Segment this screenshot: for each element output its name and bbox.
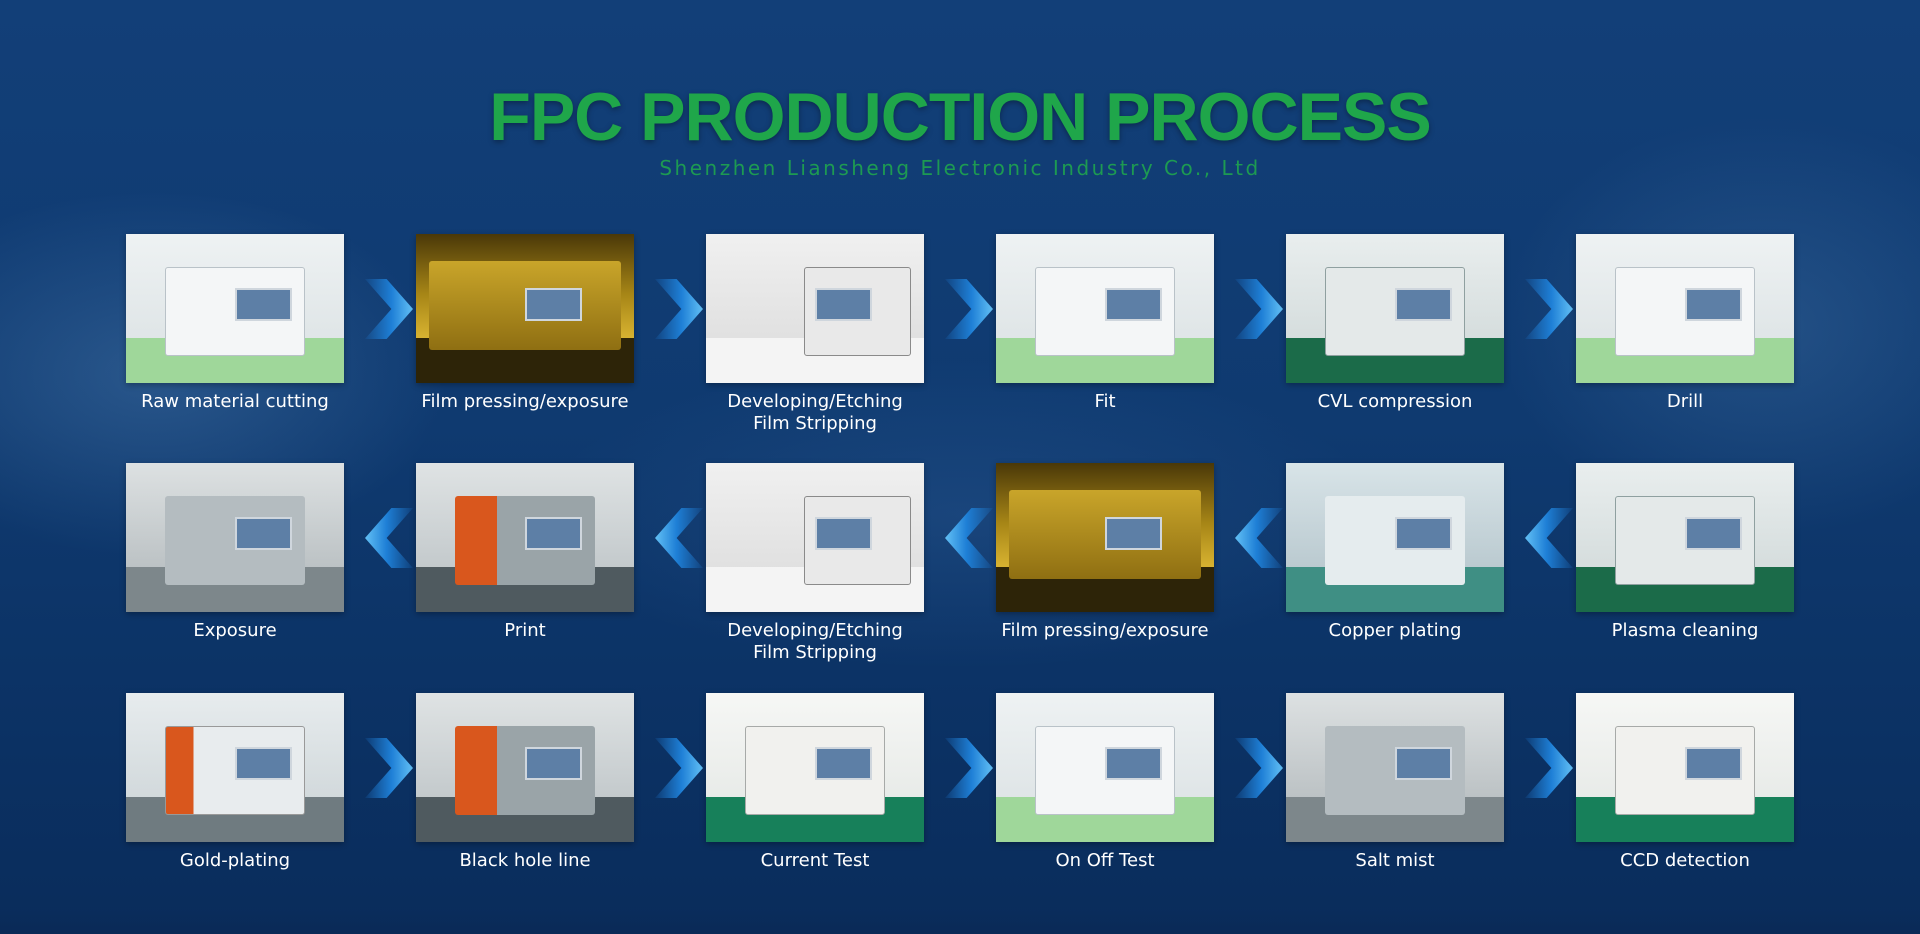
process-photo bbox=[1286, 234, 1504, 383]
process-caption: CVL compression bbox=[1317, 391, 1473, 412]
process-step: Fit bbox=[996, 234, 1214, 413]
process-photo bbox=[416, 234, 634, 383]
process-photo bbox=[126, 693, 344, 842]
photo-panel bbox=[525, 516, 582, 551]
process-caption: Fit bbox=[1094, 391, 1116, 412]
photo-panel bbox=[815, 287, 872, 322]
process-step: Gold-plating bbox=[126, 693, 344, 872]
process-photo bbox=[1286, 693, 1504, 842]
process-photo bbox=[1576, 463, 1794, 612]
process-step: Copper plating bbox=[1286, 463, 1504, 642]
process-caption: On Off Test bbox=[1055, 850, 1155, 871]
photo-panel bbox=[235, 746, 292, 781]
process-caption: Copper plating bbox=[1328, 620, 1462, 641]
photo-panel bbox=[1685, 287, 1742, 322]
process-caption: Print bbox=[504, 620, 546, 641]
photo-panel bbox=[1395, 516, 1452, 551]
photo-panel bbox=[1105, 287, 1162, 322]
process-photo bbox=[996, 463, 1214, 612]
photo-panel bbox=[1395, 287, 1452, 322]
process-step: Plasma cleaning bbox=[1576, 463, 1794, 642]
arrow-right-icon bbox=[945, 279, 993, 339]
photo-machine bbox=[1009, 489, 1201, 580]
process-photo bbox=[416, 693, 634, 842]
photo-panel bbox=[1105, 516, 1162, 551]
process-photo bbox=[1576, 693, 1794, 842]
arrow-right-icon bbox=[945, 738, 993, 798]
photo-panel bbox=[815, 746, 872, 781]
photo-panel bbox=[815, 516, 872, 551]
process-step: Film pressing/exposure bbox=[996, 463, 1214, 642]
photo-panel bbox=[1105, 746, 1162, 781]
photo-panel bbox=[525, 746, 582, 781]
photo-panel bbox=[235, 516, 292, 551]
arrow-right-icon bbox=[655, 738, 703, 798]
process-photo bbox=[416, 463, 634, 612]
process-step: Drill bbox=[1576, 234, 1794, 413]
arrow-left-icon bbox=[655, 508, 703, 568]
arrow-left-icon bbox=[1235, 508, 1283, 568]
arrow-right-icon bbox=[1525, 738, 1573, 798]
process-photo bbox=[706, 234, 924, 383]
page-subtitle: Shenzhen Liansheng Electronic Industry C… bbox=[659, 156, 1261, 180]
process-photo bbox=[1576, 234, 1794, 383]
process-step: Raw material cutting bbox=[126, 234, 344, 413]
process-caption: Black hole line bbox=[459, 850, 591, 871]
process-caption: CCD detection bbox=[1620, 850, 1750, 871]
arrow-right-icon bbox=[655, 279, 703, 339]
arrow-right-icon bbox=[1525, 279, 1573, 339]
process-photo bbox=[706, 463, 924, 612]
page-title: FPC PRODUCTION PROCESS bbox=[489, 79, 1431, 155]
arrow-right-icon bbox=[1235, 738, 1283, 798]
arrow-left-icon bbox=[365, 508, 413, 568]
photo-panel bbox=[1685, 746, 1742, 781]
process-step: CVL compression bbox=[1286, 234, 1504, 413]
process-step: CCD detection bbox=[1576, 693, 1794, 872]
arrow-left-icon bbox=[1525, 508, 1573, 568]
arrow-right-icon bbox=[365, 738, 413, 798]
photo-machine bbox=[429, 260, 621, 351]
arrow-right-icon bbox=[1235, 279, 1283, 339]
process-photo bbox=[996, 693, 1214, 842]
process-caption: Current Test bbox=[760, 850, 870, 871]
process-photo bbox=[1286, 463, 1504, 612]
process-step: Black hole line bbox=[416, 693, 634, 872]
process-caption: Film pressing/exposure bbox=[421, 391, 629, 412]
process-photo bbox=[126, 234, 344, 383]
process-photo bbox=[996, 234, 1214, 383]
process-step: Salt mist bbox=[1286, 693, 1504, 872]
process-caption: Film pressing/exposure bbox=[1001, 620, 1209, 641]
process-step: Current Test bbox=[706, 693, 924, 872]
process-step: Film pressing/exposure bbox=[416, 234, 634, 413]
process-caption: Plasma cleaning bbox=[1611, 620, 1759, 641]
process-caption: Salt mist bbox=[1355, 850, 1435, 871]
photo-panel bbox=[1685, 516, 1742, 551]
process-caption: Drill bbox=[1666, 391, 1704, 412]
photo-panel bbox=[235, 287, 292, 322]
process-photo bbox=[126, 463, 344, 612]
process-step: Print bbox=[416, 463, 634, 642]
process-caption: Raw material cutting bbox=[141, 391, 329, 412]
photo-panel bbox=[1395, 746, 1452, 781]
process-step: Exposure bbox=[126, 463, 344, 642]
arrow-left-icon bbox=[945, 508, 993, 568]
process-photo bbox=[706, 693, 924, 842]
process-step: On Off Test bbox=[996, 693, 1214, 872]
arrow-right-icon bbox=[365, 279, 413, 339]
process-caption: Exposure bbox=[193, 620, 277, 641]
photo-panel bbox=[525, 287, 582, 322]
process-caption: Gold-plating bbox=[179, 850, 291, 871]
